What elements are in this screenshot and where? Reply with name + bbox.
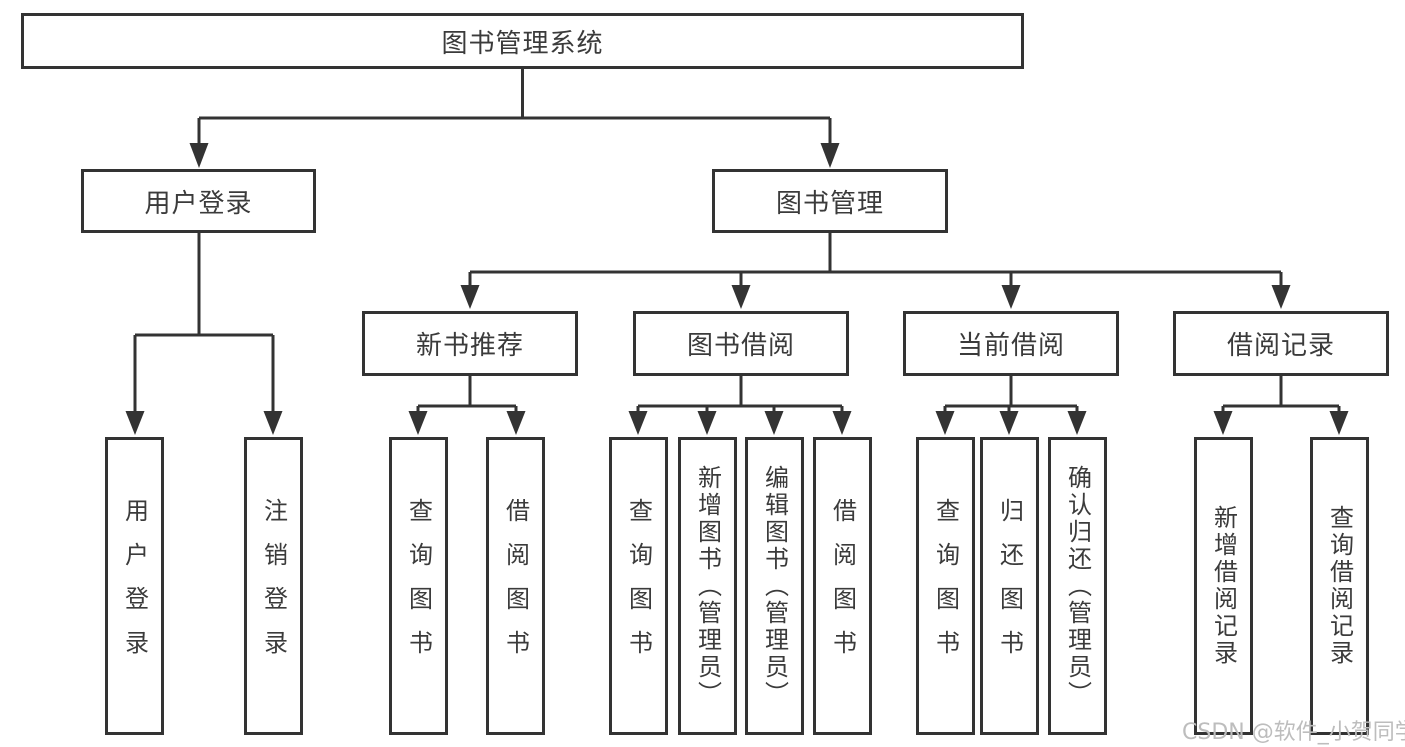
leaf-query-borrow-record: 查询借阅记录	[1310, 437, 1369, 735]
leaf-query-books-recommend: 查询图书	[389, 437, 448, 735]
node-new-book-recommend: 新书推荐	[362, 311, 578, 376]
node-book-borrow: 图书借阅	[633, 311, 849, 376]
leaf-return-books: 归还图书	[980, 437, 1039, 735]
leaf-edit-book-admin: 编辑图书（管理员）	[745, 437, 804, 735]
node-label: 查询图书	[624, 498, 653, 674]
node-label: 用户登录	[144, 188, 253, 219]
node-label: 用户登录	[120, 498, 149, 674]
node-label: 查询图书	[404, 498, 433, 674]
node-label: 图书借阅	[686, 331, 795, 361]
node-label: 借阅图书	[501, 498, 530, 674]
node-label: 查询借阅记录	[1325, 505, 1354, 667]
node-label: 图书管理	[775, 188, 884, 219]
arrowhead-icons	[125, 143, 1349, 435]
leaf-borrow-books-recommend: 借阅图书	[486, 437, 545, 735]
node-label: 查询图书	[931, 498, 960, 674]
node-label: 归还图书	[995, 498, 1024, 674]
leaf-borrow-books-borrow: 借阅图书	[813, 437, 872, 735]
node-book-management: 图书管理	[712, 169, 948, 233]
node-label: 注销登录	[259, 498, 288, 674]
node-label: 新书推荐	[415, 331, 524, 361]
node-label: 图书管理系统	[441, 28, 604, 59]
node-label: 借阅图书	[828, 498, 857, 674]
leaf-confirm-return-admin: 确认归还（管理员）	[1048, 437, 1107, 735]
node-label: 新增借阅记录	[1209, 505, 1238, 667]
node-label: 借阅记录	[1226, 331, 1335, 361]
node-user-login: 用户登录	[81, 169, 316, 233]
leaf-user-login: 用户登录	[105, 437, 164, 735]
node-label: 新增图书（管理员）	[693, 464, 722, 708]
node-root-system: 图书管理系统	[21, 13, 1024, 69]
node-label: 编辑图书（管理员）	[760, 464, 789, 708]
node-label: 当前借阅	[956, 331, 1065, 361]
leaf-add-borrow-record: 新增借阅记录	[1194, 437, 1253, 735]
leaf-logout: 注销登录	[244, 437, 303, 735]
node-borrow-records: 借阅记录	[1173, 311, 1389, 376]
csdn-watermark: CSDN @软件_小贺同学	[1182, 720, 1405, 745]
node-current-borrow: 当前借阅	[903, 311, 1119, 376]
leaf-query-books-borrow: 查询图书	[609, 437, 668, 735]
leaf-add-book-admin: 新增图书（管理员）	[678, 437, 737, 735]
node-label: 确认归还（管理员）	[1063, 464, 1092, 708]
leaf-query-books-current: 查询图书	[916, 437, 975, 735]
